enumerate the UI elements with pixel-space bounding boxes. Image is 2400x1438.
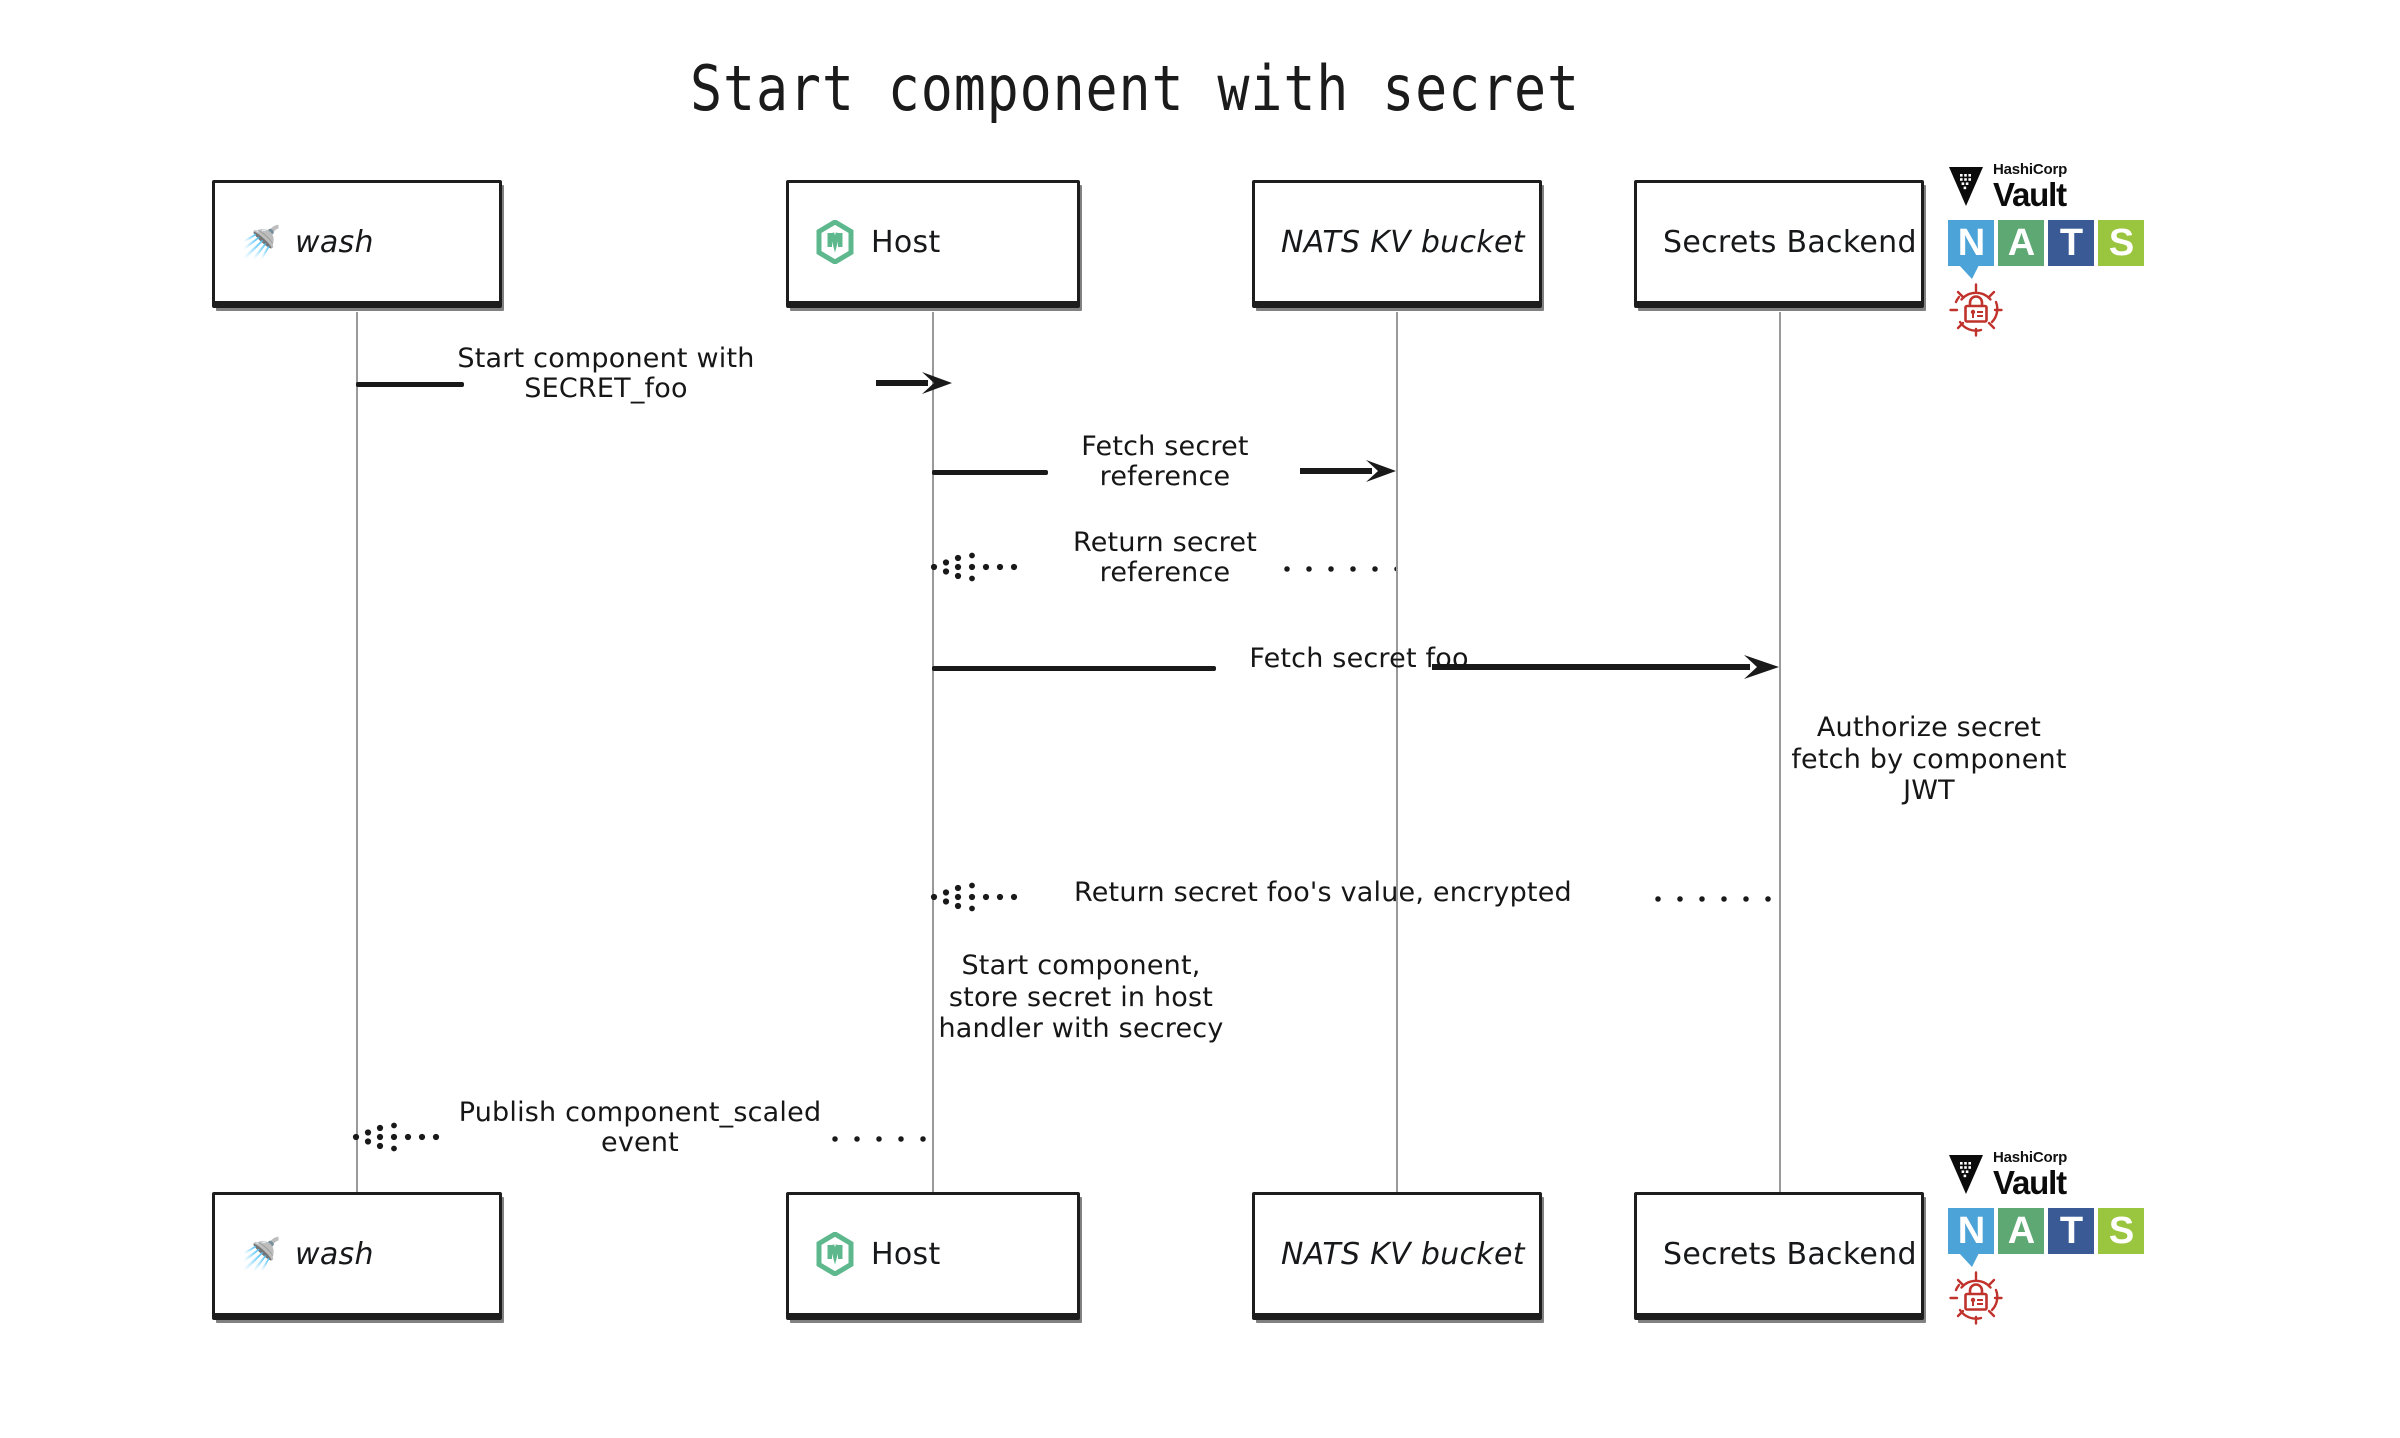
- participant-label-secrets: Secrets Backend: [1663, 1236, 1917, 1272]
- wasmcloud-hexagon-icon: [815, 1231, 855, 1277]
- arrowhead-dotted-left: [928, 882, 1058, 912]
- lifeline-natskv: [1396, 312, 1398, 1192]
- vault-vendor-text: HashiCorp: [1993, 160, 2068, 178]
- message-label-publish-component-scaled: Publish component_scaled event: [458, 1097, 822, 1158]
- nats-letter-n: N: [1948, 1208, 1994, 1267]
- participant-box-host-top[interactable]: Host: [786, 180, 1080, 308]
- participant-label-secrets: Secrets Backend: [1663, 224, 1917, 260]
- arrowhead-dotted-left: [350, 1122, 480, 1152]
- participant-label-host: Host: [871, 1236, 941, 1272]
- vault-product-text: Vault: [1993, 1163, 2067, 1201]
- participant-box-host-bottom[interactable]: Host: [786, 1192, 1080, 1320]
- secrets-lock-icon: [1948, 282, 2004, 338]
- nats-letter-n: N: [1948, 220, 1994, 279]
- hashicorp-vault-logo: HashiCorp Vault: [1948, 1148, 2144, 1200]
- lifeline-wash: [356, 312, 358, 1192]
- participant-box-secrets-top[interactable]: Secrets Backend: [1634, 180, 1924, 308]
- note-start-component-store-secret: Start component, store secret in host ha…: [938, 950, 1224, 1045]
- message-label-start-component: Start component with SECRET_foo: [457, 343, 755, 404]
- hashicorp-vault-logo: HashiCorp Vault: [1948, 160, 2144, 212]
- participant-box-secrets-bottom[interactable]: Secrets Backend: [1634, 1192, 1924, 1320]
- arrowhead-dotted-left: [928, 552, 1058, 582]
- vault-vendor-text: HashiCorp: [1993, 1148, 2068, 1166]
- participant-label-wash: wash: [295, 1236, 374, 1272]
- nats-speech-tail: [1959, 1253, 1979, 1267]
- nats-letter-t: T: [2048, 1208, 2094, 1254]
- secrets-lock-icon: [1948, 1270, 2004, 1326]
- nats-logo: N A T S: [1948, 1208, 2144, 1267]
- vault-product-text: Vault: [1993, 175, 2067, 213]
- wasmcloud-hexagon-icon: [815, 219, 855, 265]
- logo-cluster-bottom: HashiCorp Vault N A T S: [1948, 1148, 2144, 1326]
- participant-label-host: Host: [871, 224, 941, 260]
- nats-speech-tail: [1959, 265, 1979, 279]
- participant-label-natskv: NATS KV bucket: [1281, 1236, 1525, 1272]
- nats-letter-t: T: [2048, 220, 2094, 266]
- shower-head-icon: 🚿: [241, 1235, 281, 1273]
- vault-triangle-icon: [1948, 1152, 1984, 1196]
- vault-triangle-icon: [1948, 164, 1984, 208]
- shower-head-icon: 🚿: [241, 223, 281, 261]
- nats-letter-a: A: [1998, 220, 2044, 266]
- participant-label-wash: wash: [295, 224, 374, 260]
- lifeline-host: [932, 312, 934, 1192]
- nats-logo: N A T S: [1948, 220, 2144, 279]
- nats-letter-s: S: [2098, 220, 2144, 266]
- nats-letter-a: A: [1998, 1208, 2044, 1254]
- participant-label-natskv: NATS KV bucket: [1281, 224, 1525, 260]
- participant-box-wash-top[interactable]: 🚿 wash: [212, 180, 502, 308]
- note-authorize-secret-fetch: Authorize secret fetch by component JWT: [1791, 712, 2067, 807]
- message-label-fetch-secret-reference: Fetch secret reference: [1081, 431, 1249, 492]
- lifeline-secrets: [1779, 312, 1781, 1192]
- message-label-return-secret-reference: Return secret reference: [1072, 527, 1257, 588]
- participant-box-wash-bottom[interactable]: 🚿 wash: [212, 1192, 502, 1320]
- page-title: Start component with secret: [690, 52, 1580, 125]
- nats-letter-s: S: [2098, 1208, 2144, 1254]
- participant-box-natskv-bottom[interactable]: NATS KV bucket: [1252, 1192, 1542, 1320]
- participant-box-natskv-top[interactable]: NATS KV bucket: [1252, 180, 1542, 308]
- message-label-return-secret-value: Return secret foo's value, encrypted: [1074, 877, 1572, 908]
- logo-cluster-top: HashiCorp Vault N A T S: [1948, 160, 2144, 338]
- message-label-fetch-secret-foo: Fetch secret foo: [1249, 643, 1469, 674]
